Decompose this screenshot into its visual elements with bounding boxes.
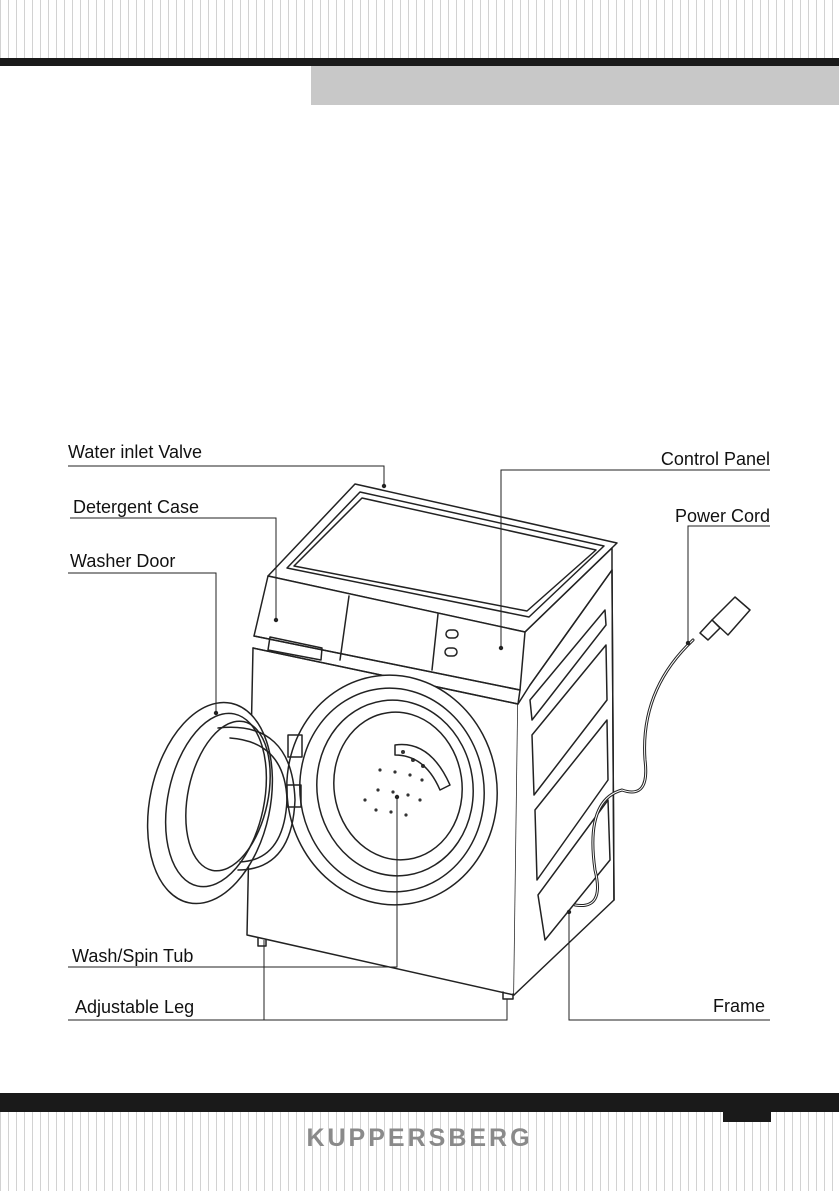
label-frame: Frame	[712, 996, 765, 1016]
brand-logo-text: KUPPERSBERG	[306, 1124, 533, 1152]
top-stripe-pattern	[0, 0, 839, 58]
label-water-inlet-valve: Water inlet Valve	[68, 442, 203, 462]
bottom-bar	[0, 1093, 839, 1112]
label-power-cord: Power Cord	[674, 506, 770, 526]
top-bar	[0, 58, 839, 66]
bottom-stripe-pattern	[0, 1112, 839, 1191]
header-box	[311, 66, 839, 105]
label-wash-spin-tub: Wash/Spin Tub	[72, 946, 194, 966]
label-detergent-case: Detergent Case	[73, 497, 200, 517]
label-washer-door: Washer Door	[70, 551, 176, 571]
label-adjustable-leg: Adjustable Leg	[75, 997, 195, 1017]
page-number-tab	[723, 1110, 771, 1122]
label-control-panel: Control Panel	[660, 449, 770, 469]
